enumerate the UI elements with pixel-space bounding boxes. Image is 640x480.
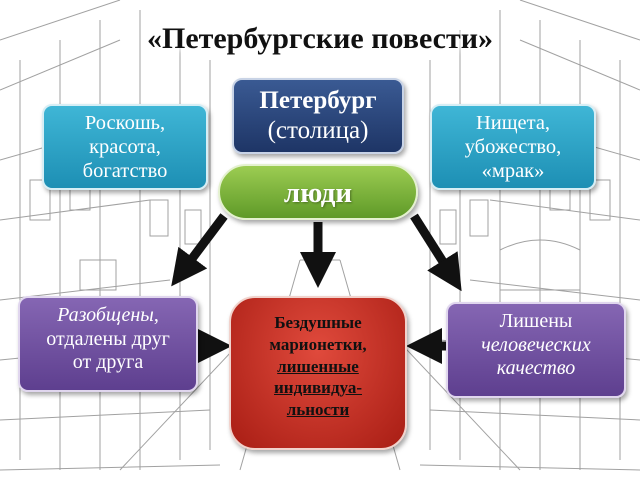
deprived-line-2: человеческих — [481, 333, 591, 356]
poverty-box: Нищета, убожество, «мрак» — [430, 104, 596, 190]
petersburg-label: Петербург — [259, 87, 377, 114]
soulless-line-4: индивидуа- — [274, 378, 362, 398]
luxury-line-2: красота, — [89, 136, 161, 159]
soulless-line-1: Бездушные — [274, 313, 362, 332]
soulless-line-3: лишенные — [277, 356, 359, 376]
poverty-line-2: убожество, — [464, 136, 562, 159]
petersburg-box: Петербург (столица) — [232, 78, 404, 154]
people-box: люди — [218, 164, 418, 220]
disunited-word: Разобщены — [57, 304, 154, 326]
deprived-line-1: Лишены — [499, 310, 573, 332]
disunited-line-3: от друга — [72, 351, 144, 374]
disunited-box: Разобщены, отдалены друг от друга — [18, 296, 198, 392]
deprived-box: Лишены человеческих качество — [446, 302, 626, 398]
soulless-box: Бездушные марионетки, лишенные индивидуа… — [229, 296, 407, 450]
arrow-people-to-right — [410, 213, 462, 292]
poverty-line-3: «мрак» — [481, 160, 545, 183]
luxury-line-3: богатство — [82, 160, 168, 183]
poverty-line-1: Нищета, — [475, 112, 551, 134]
luxury-line-1: Роскошь, — [84, 112, 166, 134]
luxury-box: Роскошь, красота, богатство — [42, 104, 208, 190]
soulless-line-5: льности — [286, 400, 350, 419]
page-title: «Петербургские повести» — [146, 22, 493, 55]
people-label: люди — [283, 177, 353, 209]
capital-label: (столица) — [267, 116, 369, 144]
arrow-people-to-left — [171, 213, 228, 287]
soulless-line-2: марионетки, — [269, 334, 367, 354]
disunited-line-1: Разобщены, — [20, 304, 196, 328]
deprived-line-3: качество — [496, 357, 576, 380]
disunited-line-2: отдалены друг — [46, 327, 170, 350]
disunited-comma: , — [153, 304, 159, 326]
